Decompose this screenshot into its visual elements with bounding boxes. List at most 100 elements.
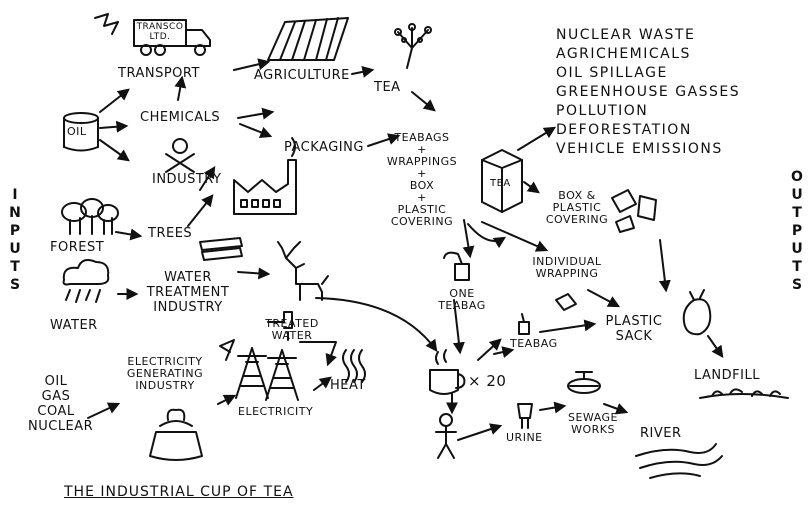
truck-icon: [94, 13, 211, 56]
individual-wrapping-line: INDIVIDUAL: [532, 255, 602, 268]
sewage-works-line: SEWAGE: [567, 411, 618, 424]
urine-label: URINE: [506, 431, 543, 444]
forest-icon: [61, 198, 119, 235]
heat-icon: [342, 349, 366, 383]
flow-arrows: [87, 58, 724, 441]
industry-label: INDUSTRY: [152, 172, 222, 187]
truck-sign-line: LTD.: [149, 32, 171, 42]
side-letter: S: [9, 277, 21, 293]
trees-label: TREES: [148, 226, 193, 241]
energy-source: NUCLEAR: [28, 419, 94, 434]
outputs-side-label: O U T P U T S: [790, 168, 804, 294]
sewage-works-icon: [567, 371, 601, 394]
agriculture-label: AGRICULTURE: [254, 68, 350, 83]
truck-sign-line: TRANSCO: [136, 22, 184, 32]
output-item: NUCLEAR WASTE: [556, 27, 696, 43]
individual-wrapping-line: WRAPPING: [535, 267, 599, 280]
toilet-icon: [517, 403, 533, 429]
output-item: AGRICHEMICALS: [556, 46, 691, 62]
teacup-icon: [429, 349, 466, 395]
landfill-icon: [699, 388, 789, 399]
side-letter: I: [12, 187, 18, 203]
side-letter: U: [791, 187, 803, 203]
electricity-generating-line: GENERATING: [126, 367, 204, 380]
side-letter: T: [792, 205, 802, 221]
wrapping-icon: [555, 293, 577, 311]
box-plastic-line: COVERING: [545, 213, 609, 226]
treated-water-line: TREATED: [265, 317, 319, 330]
side-letter: P: [791, 223, 803, 239]
outputs-list: NUCLEAR WASTE AGRICHEMICALS OIL SPILLAGE…: [556, 26, 740, 159]
electricity-label: ELECTRICITY: [238, 405, 314, 418]
output-item: OIL SPILLAGE: [556, 65, 668, 81]
teabag-label: TEABAG: [510, 337, 558, 350]
box-plastic-line: BOX &: [558, 189, 596, 202]
tap-icon: [267, 311, 293, 341]
forest-label: FOREST: [50, 240, 105, 255]
chemicals-label: CHEMICALS: [140, 110, 221, 125]
side-letter: U: [9, 241, 21, 257]
side-letter: U: [791, 241, 803, 257]
packaging-label: PACKAGING: [284, 140, 364, 155]
teabags-bundle-line: COVERING: [390, 215, 454, 228]
box-plastic-line: PLASTIC: [552, 201, 602, 214]
water-treatment-line: WATER: [164, 270, 212, 285]
teabag-icon: [443, 251, 470, 281]
water-label: WATER: [50, 318, 98, 333]
teabags-bundle-line: +: [417, 191, 427, 204]
plastic-sack-label: PLASTIC SACK: [598, 314, 670, 344]
electricity-generating-label: ELECTRICITY GENERATING INDUSTRY: [106, 356, 224, 392]
treated-water-label: TREATED WATER: [256, 318, 328, 342]
heat-label: HEAT: [330, 378, 366, 393]
inputs-side-label: I N P U T S: [8, 186, 22, 294]
field-icon: [267, 17, 349, 61]
energy-sources-list: OIL GAS COAL NUCLEAR: [28, 374, 94, 434]
water-treatment-line: INDUSTRY: [153, 300, 223, 315]
cups-count-label: × 20: [468, 372, 507, 390]
skull-crossbones-icon: [165, 138, 195, 173]
planks-icon: [199, 237, 243, 261]
output-item: VEHICLE EMISSIONS: [556, 141, 723, 157]
one-teabag-line: TEABAG: [438, 299, 486, 312]
water-treatment-label: WATER TREATMENT INDUSTRY: [136, 270, 240, 315]
side-letter: S: [791, 277, 803, 293]
electricity-generating-line: INDUSTRY: [135, 379, 195, 392]
sack-icon: [682, 289, 712, 336]
diagram-title: THE INDUSTRIAL CUP OF TEA: [64, 484, 294, 500]
energy-source: COAL: [37, 404, 75, 419]
output-item: DEFORESTATION: [556, 122, 692, 138]
side-letter: T: [792, 259, 802, 275]
teabags-bundle-line: WRAPPINGS: [386, 155, 458, 168]
teabags-bundle-line: +: [417, 167, 427, 180]
electricity-generating-line: ELECTRICITY: [127, 355, 203, 368]
oil-barrel-icon: [63, 112, 99, 152]
deer-icon: [277, 241, 329, 301]
small-teabag-icon: [518, 313, 530, 335]
river-icon: [635, 443, 723, 479]
truck-sign: TRANSCO LTD.: [136, 22, 184, 42]
oil-barrel-label: OIL: [67, 125, 87, 138]
output-item: POLLUTION: [556, 103, 649, 119]
energy-source: GAS: [41, 389, 71, 404]
river-label: RIVER: [640, 426, 682, 441]
tea-plant-icon: [394, 23, 432, 69]
sewage-works-line: WORKS: [571, 423, 615, 436]
person-icon: [435, 413, 457, 459]
sewage-works-label: SEWAGE WORKS: [564, 412, 622, 436]
water-treatment-line: TREATMENT: [146, 285, 230, 300]
one-teabag-line: ONE: [449, 287, 475, 300]
one-teabag-label: ONE TEABAG: [432, 288, 492, 312]
side-letter: O: [791, 169, 803, 185]
pylon-icon: [219, 339, 299, 401]
plastic-sack-line: SACK: [615, 329, 653, 344]
tea-box-icon: [481, 149, 523, 213]
rain-cloud-icon: [62, 259, 110, 303]
teabags-bundle-line: +: [417, 143, 427, 156]
packaging-scraps-icon: [611, 189, 657, 233]
plastic-sack-line: PLASTIC: [605, 314, 663, 329]
side-letter: N: [9, 205, 21, 221]
output-item: GREENHOUSE GASSES: [556, 84, 741, 100]
landfill-label: LANDFILL: [694, 368, 760, 383]
side-letter: P: [9, 223, 21, 239]
